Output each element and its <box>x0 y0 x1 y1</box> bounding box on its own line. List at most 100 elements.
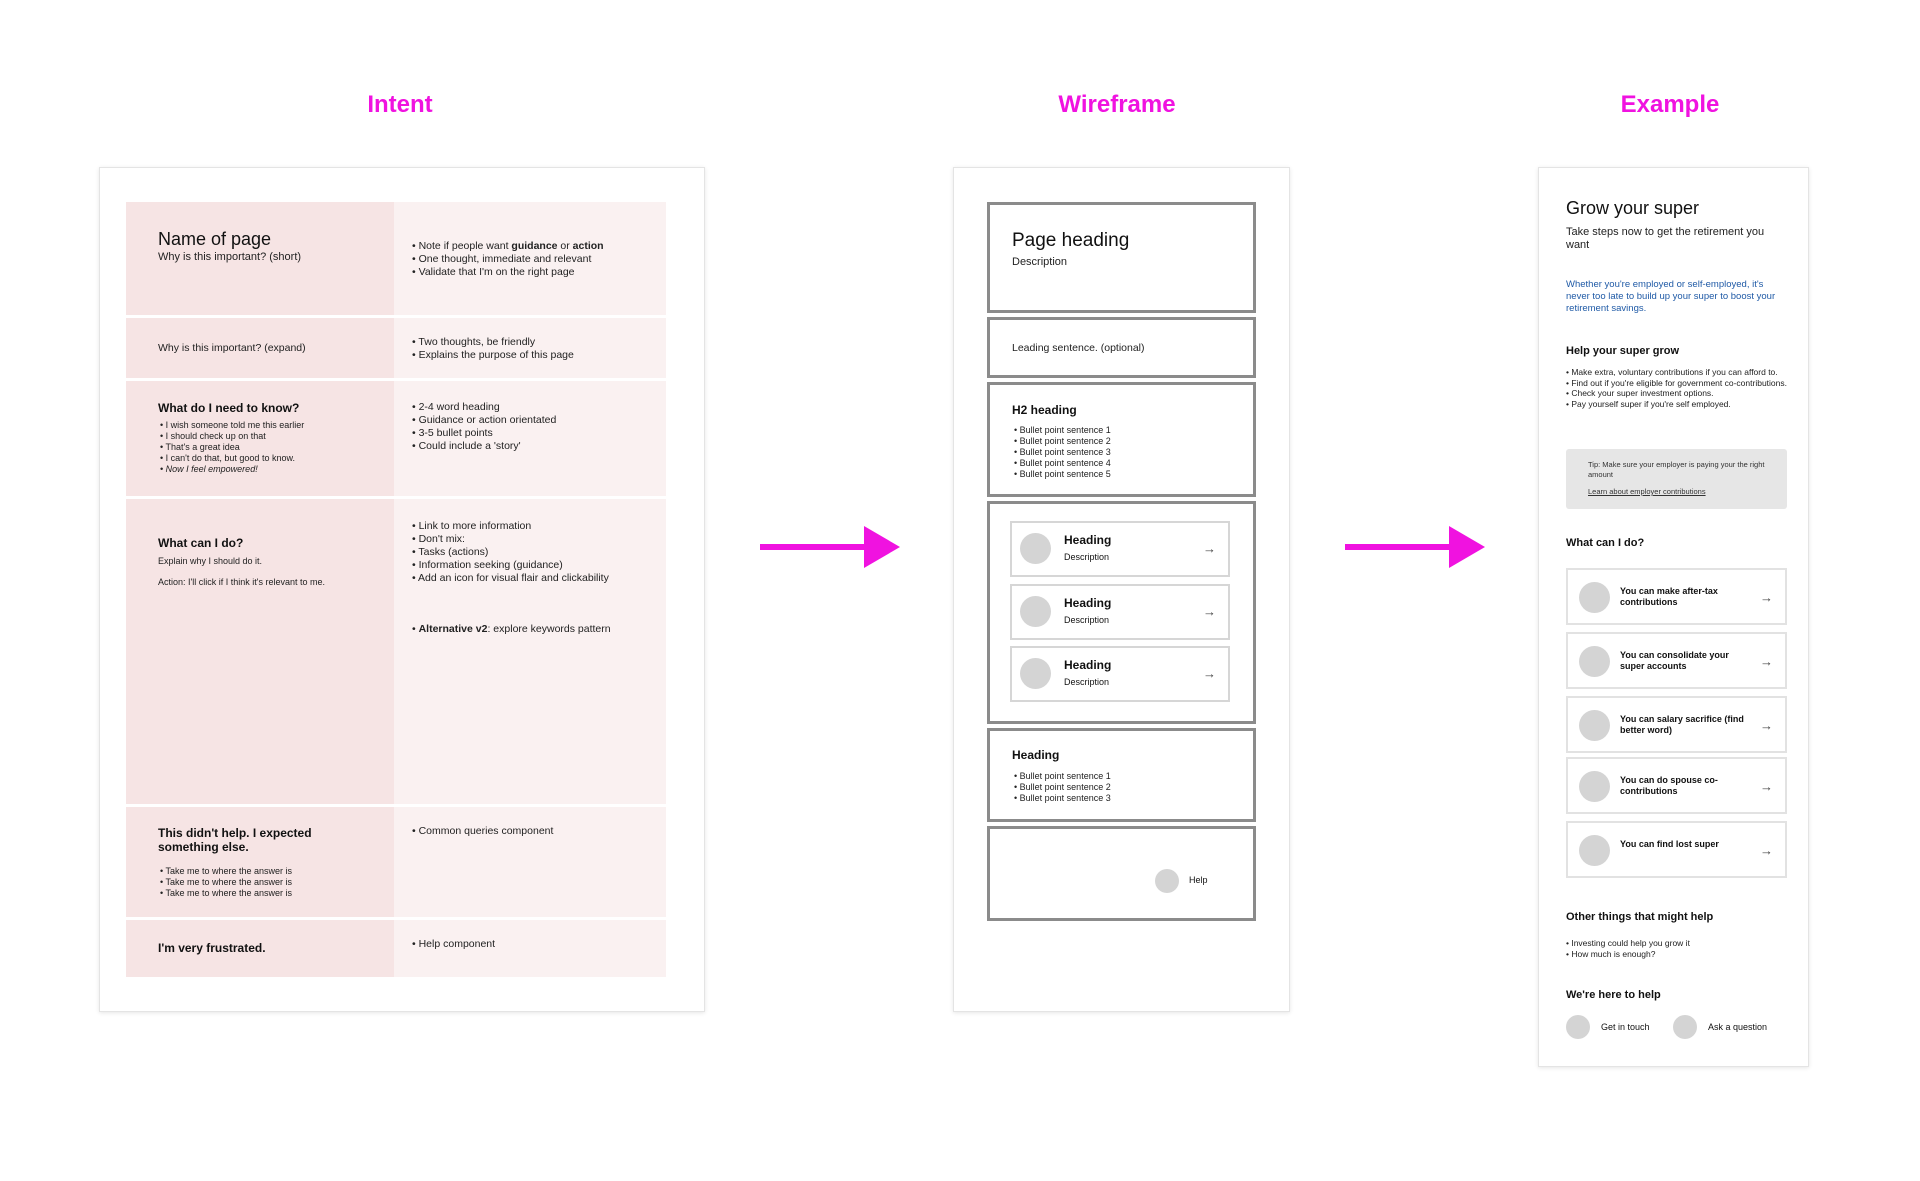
wf-help-label[interactable]: Help <box>1189 875 1208 885</box>
intent-row-right: • Help component <box>394 920 666 977</box>
wf-bullet: • Bullet point sentence 2 <box>1014 436 1111 446</box>
ex-ask-question[interactable]: Ask a question <box>1708 1022 1768 1032</box>
row-title: Why is this important? (expand) <box>158 342 306 354</box>
ex-other-link[interactable]: • Investing could help you grow it <box>1566 938 1690 948</box>
alt-rest: : explore keywords pattern <box>487 623 611 635</box>
right-bullet: • 2-4 word heading <box>412 401 500 413</box>
ex-intro: Whether you're employed or self-employed… <box>1566 279 1776 314</box>
wf-bullet: • Bullet point sentence 3 <box>1014 793 1111 803</box>
note-action: action <box>572 240 604 252</box>
wf-card[interactable]: Heading Description → <box>1010 584 1230 640</box>
ex-other-heading: Other things that might help <box>1566 911 1714 923</box>
contact-icon[interactable] <box>1566 1015 1590 1039</box>
intent-row-frustrated: I'm very frustrated. • Help component <box>126 920 666 977</box>
ex-action-icon <box>1579 835 1610 866</box>
wf-h2-box: H2 heading • Bullet point sentence 1 • B… <box>987 382 1256 497</box>
wf-card-icon <box>1020 658 1051 689</box>
wf-card-heading: Heading <box>1064 533 1112 547</box>
left-item: Action: I'll click if I think it's relev… <box>158 577 325 587</box>
left-item: • I should check up on that <box>160 431 266 441</box>
right-bullet: • Validate that I'm on the right page <box>412 266 575 278</box>
right-bullet: • Information seeking (guidance) <box>412 559 563 571</box>
arrow-right-icon: → <box>1760 843 1773 858</box>
ex-action-card[interactable]: You can find lost super → <box>1566 821 1787 878</box>
ex-page-title: Grow your super <box>1566 198 1700 218</box>
ex-bullet: • Check your super investment options. <box>1566 388 1714 398</box>
left-item: • I can't do that, but good to know. <box>160 453 295 463</box>
wf-leading-box: Leading sentence. (optional) <box>987 317 1256 378</box>
intent-row-need-to-know: What do I need to know? • I wish someone… <box>126 381 666 496</box>
right-bullet: • One thought, immediate and relevant <box>412 253 592 265</box>
left-item: • Now I feel empowered! <box>160 464 258 474</box>
right-bullet: • Tasks (actions) <box>412 546 489 558</box>
left-item: • Take me to where the answer is <box>160 866 293 876</box>
wf-card-heading: Heading <box>1064 658 1112 672</box>
intent-row-right: • Note if people want guidance or action… <box>394 202 666 315</box>
ex-actions-heading: What can I do? <box>1566 537 1645 549</box>
ex-action-card[interactable]: You can consolidate your super accounts … <box>1566 632 1787 689</box>
intent-panel: Name of page Why is this important? (sho… <box>99 167 705 1012</box>
right-bullet: • Could include a 'story' <box>412 440 521 452</box>
intent-row-left: Why is this important? (expand) <box>126 318 394 378</box>
intent-title: Intent <box>367 91 433 118</box>
ex-action-label: You can make after-tax contributions <box>1620 586 1718 607</box>
note-line: • Note if people want guidance or action <box>412 240 648 253</box>
wf-h3-bullets: • Bullet point sentence 1 • Bullet point… <box>1014 771 1111 804</box>
arrow-right-icon: → <box>1203 541 1216 556</box>
wf-page-heading: Page heading <box>1012 230 1130 251</box>
left-item: • I wish someone told me this earlier <box>160 420 305 430</box>
arrow-right-icon: → <box>1760 779 1773 794</box>
wf-card-icon <box>1020 533 1051 564</box>
intent-row-left: Name of page Why is this important? (sho… <box>126 202 394 315</box>
note-or: or <box>557 240 573 252</box>
left-item: • Take me to where the answer is <box>160 877 293 887</box>
intent-row-right: • 2-4 word heading • Guidance or action … <box>394 381 666 496</box>
right-bullet: • Add an icon for visual flair and click… <box>412 572 609 584</box>
ex-other-link[interactable]: • How much is enough? <box>1566 948 1656 959</box>
intent-row-name-of-page: Name of page Why is this important? (sho… <box>126 202 666 315</box>
left-item: • Take me to where the answer is <box>160 888 293 898</box>
ex-action-card[interactable]: You can make after-tax contributions → <box>1566 568 1787 625</box>
wf-card[interactable]: Heading Description → <box>1010 521 1230 577</box>
arrow-right-icon: → <box>1203 666 1216 681</box>
row-title: What can I do? <box>158 536 244 550</box>
ex-get-in-touch[interactable]: Get in touch <box>1601 1022 1650 1032</box>
arrow-right-icon: → <box>1203 604 1216 619</box>
row-title: This didn't help. I expected something e… <box>158 826 312 854</box>
wf-bullet: • Bullet point sentence 1 <box>1014 771 1111 781</box>
right-bullet: • 3-5 bullet points <box>412 427 493 439</box>
ex-action-card[interactable]: You can do spouse co-contributions → <box>1566 757 1787 814</box>
row-title: I'm very frustrated. <box>158 941 266 955</box>
example-title: Example <box>1620 91 1720 118</box>
left-item: Explain why I should do it. <box>158 556 263 566</box>
wf-page-heading-box: Page heading Description <box>987 202 1256 313</box>
intent-row-right: • Two thoughts, be friendly • Explains t… <box>394 318 666 378</box>
wf-card-heading: Heading <box>1064 596 1112 610</box>
question-icon[interactable] <box>1673 1015 1697 1039</box>
right-bullet: • Guidance or action orientated <box>412 414 557 426</box>
wf-card[interactable]: Heading Description → <box>1010 646 1230 702</box>
ex-action-label: You can consolidate your super accounts <box>1620 650 1729 671</box>
alternative-line: • Alternative v2: explore keywords patte… <box>412 623 648 636</box>
ex-other-bullets: • Investing could help you grow it • How… <box>1566 938 1690 959</box>
wireframe-panel: Page heading Description Leading sentenc… <box>953 167 1290 1012</box>
wf-bullet: • Bullet point sentence 5 <box>1014 469 1111 479</box>
row-items: • I wish someone told me this earlier • … <box>160 420 362 475</box>
intent-row-right: • Common queries component <box>394 807 666 917</box>
arrow-right-icon: → <box>1760 718 1773 733</box>
help-icon[interactable] <box>1155 869 1179 893</box>
wf-cards-box: Heading Description → Heading Descriptio… <box>987 501 1256 724</box>
wf-card-desc: Description <box>1064 615 1110 625</box>
alt-bullet: • <box>412 623 419 635</box>
wf-bullet: • Bullet point sentence 2 <box>1014 782 1111 792</box>
arrow-right-icon: → <box>1760 654 1773 669</box>
left-item: • That's a great idea <box>160 442 240 452</box>
wf-h2-bullets: • Bullet point sentence 1 • Bullet point… <box>1014 425 1111 480</box>
wf-leading-sentence: Leading sentence. (optional) <box>1012 342 1145 354</box>
ex-tip-link[interactable]: Learn about employer contributions <box>1588 487 1706 496</box>
ex-action-card[interactable]: You can salary sacrifice (find better wo… <box>1566 696 1787 753</box>
intent-row-left: I'm very frustrated. <box>126 920 394 977</box>
right-bullet: • Two thoughts, be friendly <box>412 336 536 348</box>
intent-row-why: Why is this important? (expand) • Two th… <box>126 318 666 378</box>
right-bullet: • Common queries component <box>412 825 554 837</box>
